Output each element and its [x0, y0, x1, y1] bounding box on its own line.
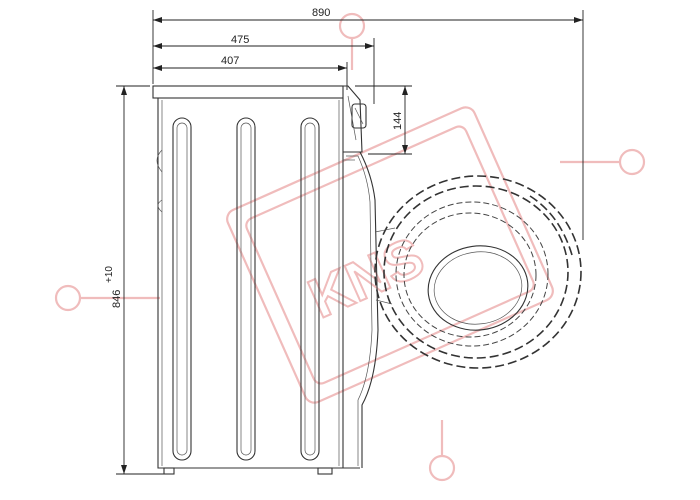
- watermark-circle-right: [618, 148, 646, 176]
- label-total-depth: 890: [312, 7, 330, 19]
- door-outer-ring: [374, 175, 582, 369]
- dimension-depth-with-door: 475: [153, 34, 375, 104]
- label-body-depth: 407: [221, 55, 239, 67]
- watermark: KNS: [54, 12, 646, 482]
- watermark-frame: [226, 106, 554, 404]
- door-glass-inner: [433, 251, 523, 325]
- front-profile: [343, 151, 379, 468]
- door-ring-3: [395, 201, 549, 347]
- side-rib-3: [300, 117, 320, 461]
- dimension-panel-height: 144: [355, 85, 412, 155]
- top-panel: [152, 85, 344, 99]
- dimension-total-depth: 890: [152, 7, 584, 240]
- watermark-circle-top: [338, 12, 366, 40]
- label-height-tolerance: +10: [104, 266, 115, 283]
- door-ring-4: [403, 212, 537, 338]
- label-panel-height: 144: [392, 112, 404, 130]
- foot-left: [163, 467, 175, 475]
- label-depth-with-door: 475: [231, 34, 249, 46]
- control-panel: [343, 85, 367, 153]
- front-contour: [343, 151, 379, 468]
- watermark-frame-inner: [245, 125, 535, 385]
- machine-body: [152, 85, 360, 475]
- door-ring-2: [383, 185, 569, 359]
- program-knob-icon: [351, 103, 367, 129]
- door-glass: [427, 245, 529, 331]
- foot-right: [317, 467, 333, 475]
- dimension-body-depth: 407: [153, 55, 348, 90]
- side-rib-2: [236, 117, 256, 461]
- door-handle: [529, 195, 573, 256]
- side-rib-1: [172, 117, 192, 461]
- open-door: [374, 175, 582, 369]
- dimension-height: 846 +10: [104, 85, 165, 475]
- label-height: 846: [111, 290, 123, 308]
- watermark-circle-bottom: [428, 454, 456, 482]
- watermark-circle-left: [54, 284, 82, 312]
